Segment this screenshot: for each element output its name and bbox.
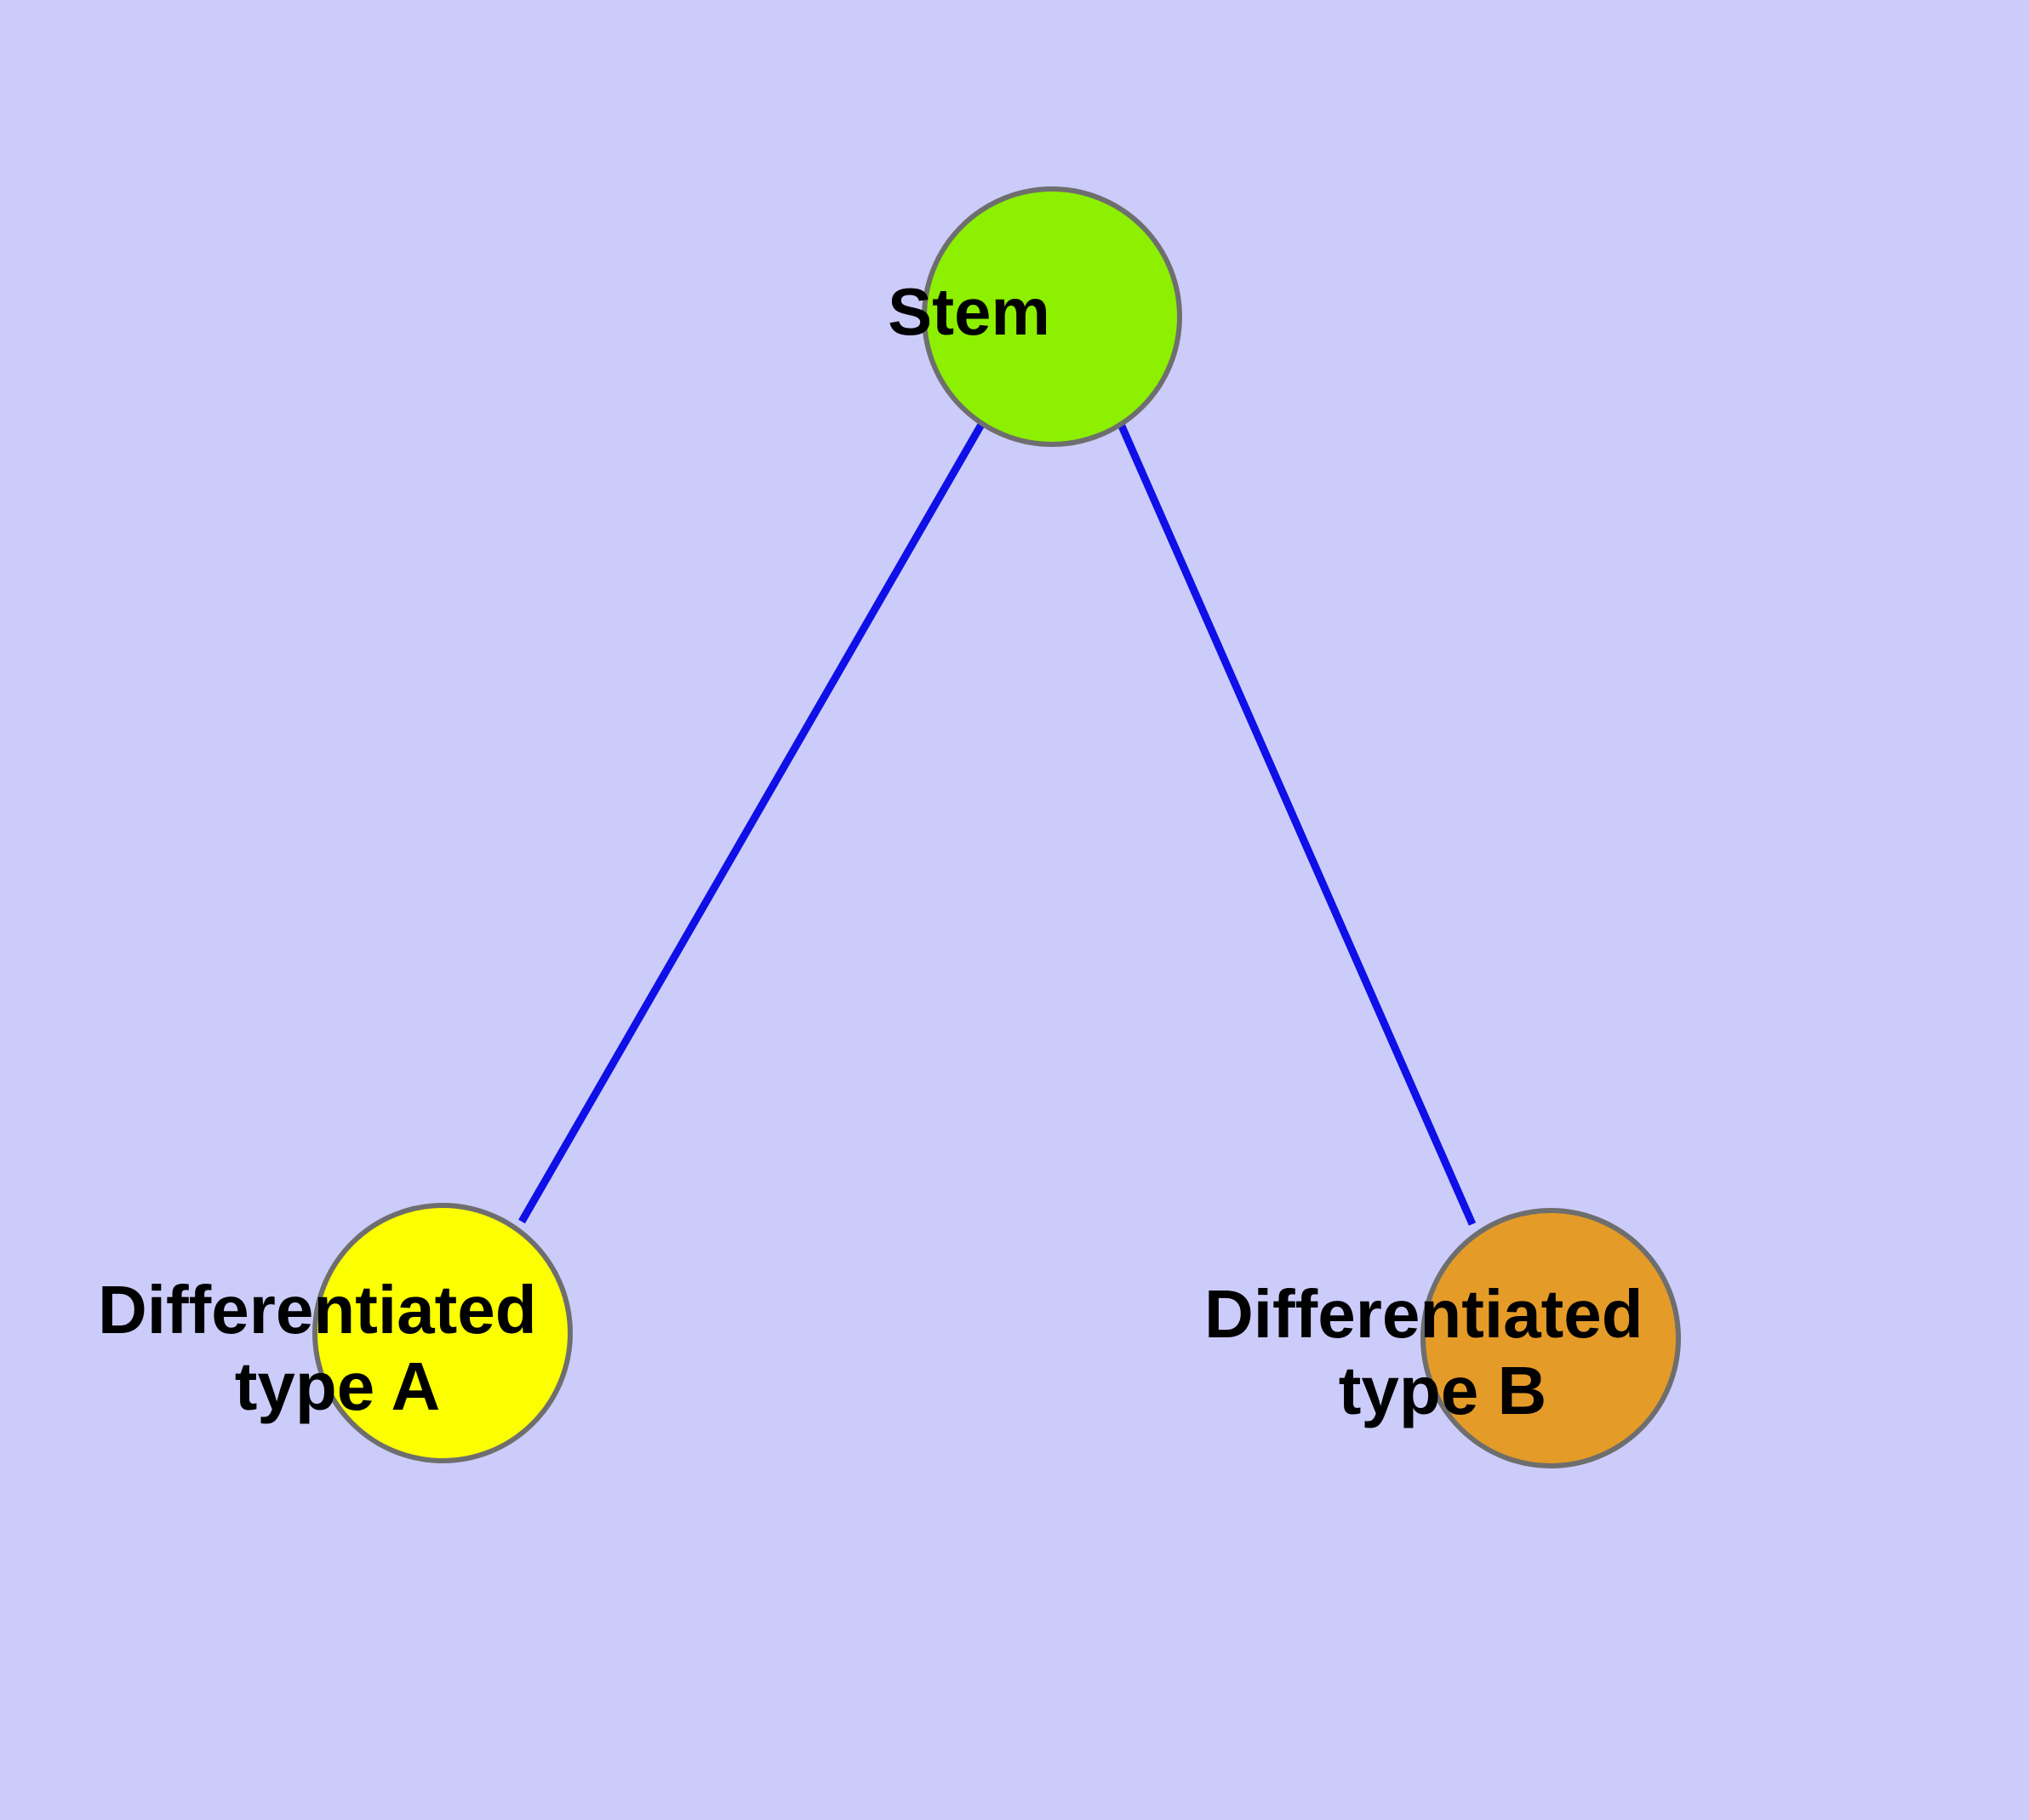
nodes-group: Stem Differentiated type A Differentiate…: [98, 186, 1851, 1468]
node-differentiated-type-a-label: Differentiated type A: [98, 1272, 745, 1424]
node-differentiated-type-a-label-line-1: Differentiated: [98, 1272, 537, 1348]
edge-stem-to-differentiated-b[interactable]: [1116, 421, 1477, 1226]
node-differentiated-type-a-label-line-2: type A: [235, 1348, 439, 1424]
node-differentiated-type-b-circle[interactable]: [1420, 1208, 1681, 1468]
node-stem-label-line-1: Stem: [888, 274, 1050, 349]
node-differentiated-type-a[interactable]: Differentiated type A: [98, 1203, 745, 1463]
edges-group: [518, 421, 1477, 1226]
node-differentiated-type-b[interactable]: Differentiated type B: [1204, 1208, 1851, 1468]
node-differentiated-type-b-label-line-1: Differentiated: [1204, 1276, 1643, 1352]
node-stem-label: Stem: [888, 274, 1216, 349]
node-stem[interactable]: Stem: [888, 186, 1216, 447]
node-stem-circle[interactable]: [922, 186, 1182, 447]
node-differentiated-type-a-circle[interactable]: [312, 1203, 573, 1463]
edge-stem-to-differentiated-a[interactable]: [518, 421, 986, 1224]
node-differentiated-type-b-label: Differentiated type B: [1204, 1276, 1851, 1428]
node-differentiated-type-b-label-line-2: type B: [1339, 1353, 1547, 1428]
